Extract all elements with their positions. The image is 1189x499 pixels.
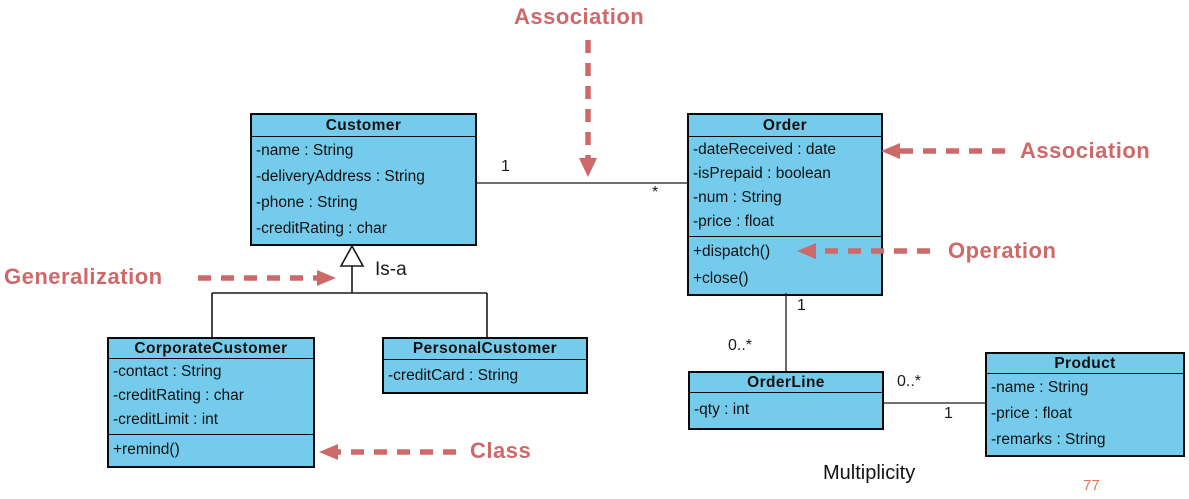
class-box-personal-customer: PersonalCustomer -creditCard : String: [382, 337, 588, 394]
annotation-operation: Operation: [948, 238, 1057, 263]
class-box-orderline: OrderLine -qty : int: [688, 371, 884, 430]
class-box-corporate-customer: CorporateCustomer -contact : String -cre…: [107, 337, 315, 468]
class-attribute: -remarks : String: [991, 431, 1106, 448]
multiplicity-caption: Multiplicity: [823, 462, 916, 484]
attributes-compartment: -dateReceived : date -isPrepaid : boolea…: [689, 137, 881, 236]
page-number: 77: [1083, 477, 1100, 494]
multiplicity-order-one: 1: [797, 297, 806, 314]
class-operation: +dispatch(): [693, 243, 771, 260]
class-title-orderline: OrderLine: [690, 373, 882, 393]
annotation-class: Class: [470, 438, 532, 463]
attributes-compartment: -contact : String -creditRating : char -…: [109, 359, 313, 434]
class-title-personal-customer: PersonalCustomer: [384, 339, 586, 360]
class-box-order: Order -dateReceived : date -isPrepaid : …: [687, 113, 883, 296]
operations-compartment: +dispatch() +close(): [689, 236, 881, 294]
class-attribute: -deliveryAddress : String: [256, 168, 425, 185]
class-title-customer: Customer: [252, 115, 475, 137]
generalization-triangle-icon: [339, 244, 365, 267]
annotation-association-top: Association: [514, 4, 645, 29]
class-attribute: -price : float: [693, 213, 774, 230]
class-attribute: -creditLimit : int: [113, 411, 219, 428]
generalization-annotation-arrow: [198, 270, 336, 286]
attributes-compartment: -creditCard : String: [384, 360, 586, 392]
attributes-compartment: -name : String -price : float -remarks :…: [987, 374, 1183, 455]
class-box-product: Product -name : String -price : float -r…: [985, 352, 1185, 457]
operations-compartment: +remind(): [109, 434, 313, 466]
class-attribute: -creditCard : String: [388, 367, 519, 384]
class-attribute: -qty : int: [694, 401, 750, 418]
class-annotation-arrow: [319, 444, 456, 460]
multiplicity-orderline-many: 0..*: [728, 337, 753, 354]
class-title-product: Product: [987, 354, 1183, 374]
class-box-customer: Customer -name : String -deliveryAddress…: [250, 113, 477, 246]
class-operation: +close(): [693, 270, 749, 287]
generalization-connector: [211, 266, 488, 337]
class-attribute: -phone : String: [256, 194, 358, 211]
attributes-compartment: -name : String -deliveryAddress : String…: [252, 137, 475, 244]
class-attribute: -num : String: [693, 189, 782, 206]
class-attribute: -dateReceived : date: [693, 141, 837, 158]
multiplicity-product-one: 1: [944, 405, 953, 422]
class-attribute: -isPrepaid : boolean: [693, 165, 831, 182]
class-attribute: -price : float: [991, 405, 1072, 422]
class-title-corporate-customer: CorporateCustomer: [109, 339, 313, 359]
class-attribute: -name : String: [991, 379, 1089, 396]
is-a-label: Is-a: [375, 259, 407, 280]
annotation-generalization: Generalization: [4, 264, 163, 289]
association-annotation-arrow-right: [881, 143, 1005, 159]
association-annotation-arrow-top: [579, 40, 597, 177]
attributes-compartment: -qty : int: [690, 393, 882, 428]
class-attribute: -creditRating : char: [113, 387, 244, 404]
class-attribute: -name : String: [256, 142, 354, 159]
class-attribute: -creditRating : char: [256, 220, 387, 237]
class-attribute: -contact : String: [113, 363, 222, 380]
annotation-association-right: Association: [1020, 138, 1151, 163]
class-operation: +remind(): [113, 441, 180, 458]
multiplicity-order-side: *: [652, 184, 659, 201]
multiplicity-orderline-product-many: 0..*: [897, 373, 922, 390]
multiplicity-customer-side: 1: [501, 158, 510, 175]
class-title-order: Order: [689, 115, 881, 137]
